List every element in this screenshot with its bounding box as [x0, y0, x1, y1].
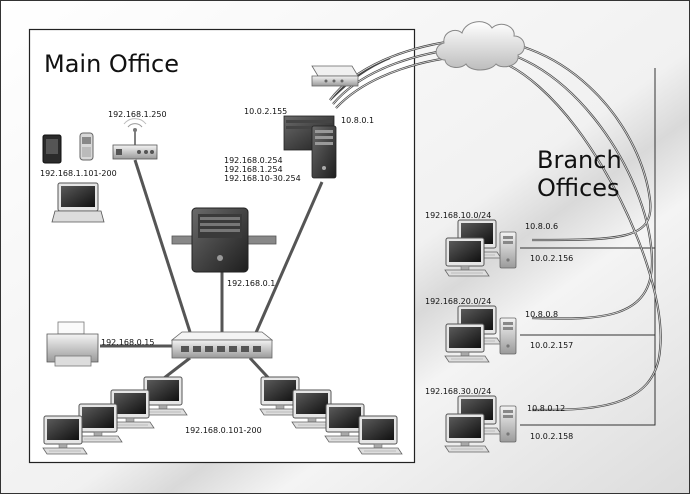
printer-icon — [46, 321, 99, 367]
server-ip-label: 192.168.0.1 — [227, 279, 276, 288]
network-switch-icon — [170, 331, 274, 359]
branch-2-subnet-label: 192.168.20.0/24 — [425, 297, 492, 306]
branch-wan-lines — [520, 68, 656, 426]
main-office-title: Main Office — [44, 50, 179, 78]
branch-3-vpn-ip-label: 10.8.0.12 — [527, 404, 566, 413]
vpn-ip-label: 10.8.0.1 — [341, 116, 375, 125]
branch-offices-title: Branch Offices — [537, 146, 622, 202]
pda-icon — [42, 134, 62, 164]
workstations-range-label: 192.168.0.101-200 — [185, 426, 262, 435]
branch-1-subnet-label: 192.168.10.0/24 — [425, 211, 492, 220]
modem-ip-label: 10.0.2.155 — [244, 107, 288, 116]
wireless-router-icon — [112, 118, 158, 160]
firewall-server-icon — [283, 115, 337, 179]
mobile-clients-range-label: 192.168.1.101-200 — [40, 169, 117, 178]
wireless-ap-ip-label: 192.168.1.250 — [108, 110, 167, 119]
branch-3-wan-ip-label: 10.0.2.158 — [530, 432, 574, 441]
modem-icon — [311, 65, 359, 87]
mobile-phone-icon — [79, 132, 94, 161]
printer-ip-label: 192.168.0.15 — [101, 338, 155, 347]
branch-1-vpn-ip-label: 10.8.0.6 — [525, 222, 559, 231]
branch-1-wan-ip-label: 10.0.2.156 — [530, 254, 574, 263]
branch-2-vpn-ip-label: 10.8.0.8 — [525, 310, 559, 319]
laptop-icon — [51, 182, 105, 223]
gateway-ips-label: 192.168.0.254 192.168.1.254 192.168.10-3… — [224, 156, 301, 183]
main-server-icon — [171, 207, 277, 273]
branch-3-subnet-label: 192.168.30.0/24 — [425, 387, 492, 396]
cloud-icon — [435, 21, 525, 71]
branch-2-wan-ip-label: 10.0.2.157 — [530, 341, 574, 350]
